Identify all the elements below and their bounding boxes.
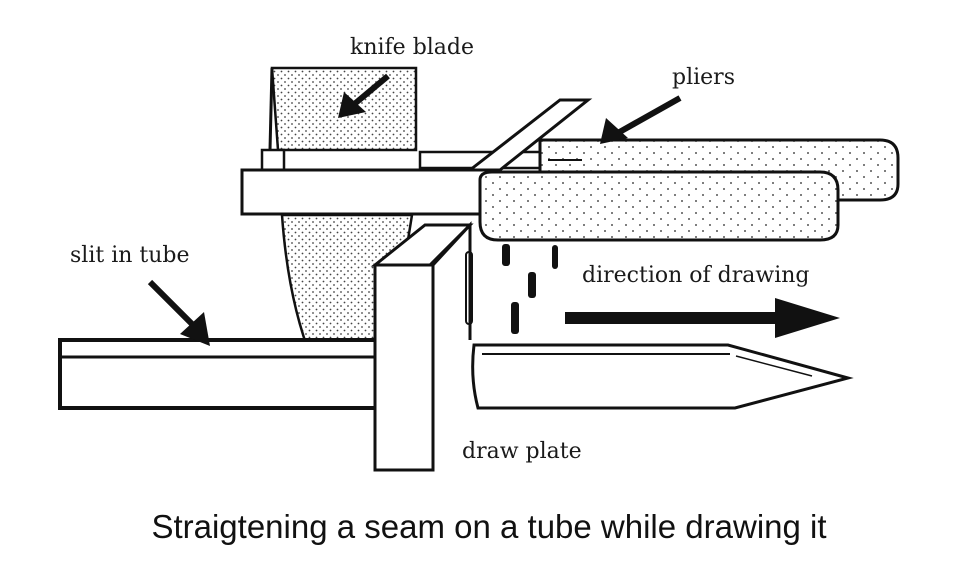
- pliers-pointer-arrow: [600, 95, 682, 144]
- pliers: [418, 98, 900, 242]
- knife-blade-pointer-arrow: [338, 73, 390, 118]
- label-draw-plate: draw plate: [462, 439, 582, 464]
- motion-marks: [465, 244, 558, 334]
- label-direction-of-drawing: direction of drawing: [582, 263, 809, 288]
- label-slit-in-tube: slit in tube: [70, 243, 190, 268]
- direction-arrow: [565, 298, 840, 338]
- tube-right: [471, 343, 854, 410]
- draw-plate: [370, 221, 474, 472]
- label-knife-blade: knife blade: [350, 35, 474, 60]
- tube-left: [58, 338, 380, 410]
- figure-caption: Straigtening a seam on a tube while draw…: [151, 508, 826, 545]
- label-pliers: pliers: [672, 65, 735, 90]
- slit-pointer-arrow: [147, 279, 210, 346]
